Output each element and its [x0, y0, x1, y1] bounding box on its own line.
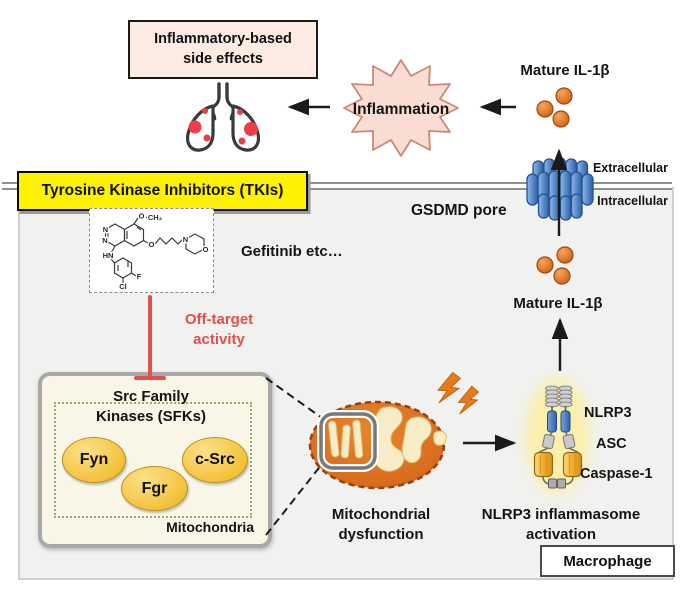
lungs-icon	[185, 82, 261, 152]
side-effects-box: Inflammatory-based side effects	[128, 20, 318, 79]
atom-n-morpholine: N	[183, 235, 188, 244]
il1b-dots-extracellular	[536, 87, 573, 128]
kinase-fyn: Fyn	[62, 437, 126, 483]
gsdmd-pore-label: GSDMD pore	[411, 202, 507, 219]
tki-title: Tyrosine Kinase Inhibitors (TKIs)	[41, 182, 284, 199]
kinase-fgr: Fgr	[121, 466, 188, 511]
atom-cl: Cl	[119, 282, 127, 291]
mitochondria-label: Mitochondria	[166, 518, 254, 535]
nlrp3-label: NLRP3	[584, 405, 632, 421]
gsdmd-pore-icon	[526, 157, 594, 221]
il1b-dots-intracellular	[536, 246, 574, 285]
macrophage-label-box: Macrophage	[540, 545, 675, 577]
atom-o-linker: O	[149, 240, 155, 249]
gefitinib-structure-box	[89, 208, 214, 293]
intracellular-label: Intracellular	[597, 194, 668, 208]
mitochondrial-dysfunction-label: Mitochondrial dysfunction	[331, 506, 431, 543]
gefitinib-structure: N N O CH₃ O N O HN F Cl	[101, 210, 210, 292]
mitochondrion-icon	[308, 400, 447, 490]
asc-label: ASC	[596, 436, 627, 452]
lightning-bolts-icon	[437, 371, 480, 415]
gefitinib-etc-label: Gefitinib etc…	[241, 243, 343, 260]
side-effects-line1: Inflammatory-based	[154, 30, 292, 47]
mature-il1b-label-top: Mature IL-1β	[520, 62, 610, 79]
sfk-title: Src Family Kinases (SFKs)	[95, 388, 207, 425]
atom-n2: N	[102, 236, 107, 245]
nlrp3-inflammasome-icon	[525, 378, 590, 494]
atom-hn: HN	[103, 251, 114, 260]
extracellular-label: Extracellular	[592, 161, 668, 175]
lung-inflammation-spots	[188, 108, 258, 145]
inflammation-label: Inflammation	[352, 101, 450, 118]
zoom-callout-lines	[265, 377, 323, 536]
caspase1-label: Caspase-1	[580, 466, 653, 482]
plasma-membrane	[2, 182, 672, 190]
inhibition-tbar	[134, 295, 166, 380]
atom-o-methyl: O	[139, 212, 145, 221]
nlrp3-activation-label: NLRP3 inflammasome activation	[481, 506, 641, 543]
mito-highlight-square	[319, 412, 377, 470]
macrophage-label: Macrophage	[563, 552, 652, 570]
off-target-label: Off-target activity	[184, 311, 254, 348]
atom-f: F	[137, 272, 142, 281]
sfk-mitochondria-box: Src Family Kinases (SFKs) Fyn Fgr c-Src …	[38, 372, 272, 548]
sfk-dotted-border	[54, 402, 252, 518]
mature-il1b-label-bottom: Mature IL-1β	[513, 295, 603, 312]
kinase-csrc: c-Src	[182, 437, 248, 483]
side-effects-line2: side effects	[183, 50, 263, 67]
atom-n1: N	[103, 225, 108, 234]
atom-o-morpholine: O	[203, 245, 209, 254]
inflammation-starburst	[343, 59, 459, 157]
atom-ch3: CH₃	[148, 213, 163, 222]
